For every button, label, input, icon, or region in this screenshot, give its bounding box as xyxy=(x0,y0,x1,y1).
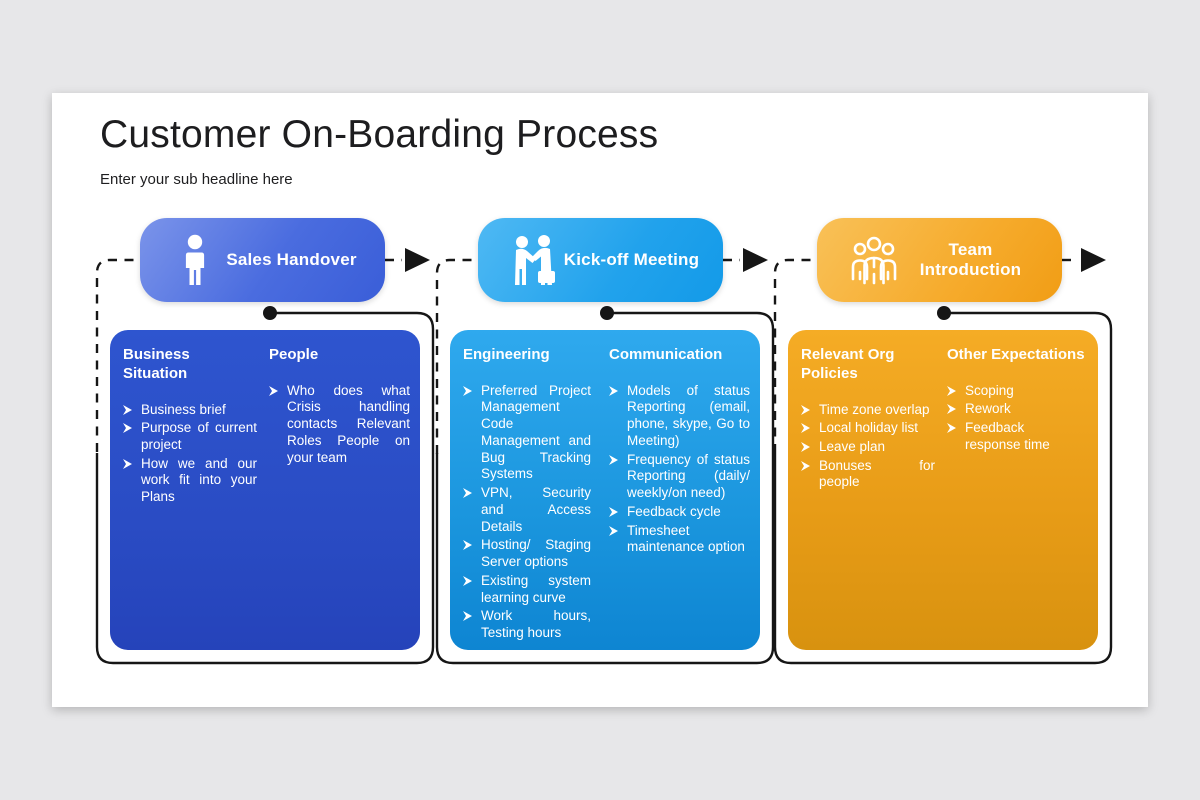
page-title: Customer On-Boarding Process xyxy=(100,113,659,156)
stage-label: Team Introduction xyxy=(919,240,1022,279)
bullet-arrow-icon xyxy=(947,385,956,396)
card-column: Engineering Preferred Project Management… xyxy=(463,346,597,650)
page-subtitle: Enter your sub headline here xyxy=(100,171,293,188)
group3-outline xyxy=(773,311,1113,665)
bullet-list: Time zone overlap Local holiday list Lea… xyxy=(801,402,935,494)
list-item: Leave plan xyxy=(801,439,935,456)
list-item: Models of status Reporting (email, phone… xyxy=(609,383,750,450)
stage-label: Sales Handover xyxy=(226,250,357,269)
list-item: Feedback cycle xyxy=(609,504,750,521)
bullet-arrow-icon xyxy=(123,458,132,469)
group1-outline xyxy=(95,311,435,665)
bullet-arrow-icon xyxy=(801,460,810,471)
bullet-list: Who does what Crisis handling contacts R… xyxy=(269,383,410,469)
group3-connector-dot xyxy=(937,306,951,320)
stage-card-sales-handover: Business Situation Business brief Purpos… xyxy=(110,330,420,650)
list-item: Purpose of current project xyxy=(123,420,257,453)
bullet-arrow-icon xyxy=(269,385,278,396)
bullet-arrow-icon xyxy=(123,404,132,415)
list-item: Time zone overlap xyxy=(801,402,935,419)
list-item: Who does what Crisis handling contacts R… xyxy=(269,383,410,467)
list-item: Frequency of status Reporting (daily/ we… xyxy=(609,452,750,502)
list-item: Hosting/ Staging Server options xyxy=(463,537,591,570)
bullet-arrow-icon xyxy=(609,525,618,536)
bullet-arrow-icon xyxy=(947,423,956,434)
group2-connector-dot xyxy=(600,306,614,320)
flow-arrow-icon xyxy=(405,248,430,272)
column-heading: Communication xyxy=(609,346,723,363)
group2-dashed-connector xyxy=(435,258,488,455)
card-column: Business Situation Business brief Purpos… xyxy=(123,346,257,650)
list-item: Work hours, Testing hours xyxy=(463,608,591,641)
column-heading: Other Expectations xyxy=(947,346,1085,363)
list-item: VPN, Security and Access Details xyxy=(463,485,591,535)
bullet-list: Preferred Project Management Code Manage… xyxy=(463,383,591,644)
column-heading: Business Situation xyxy=(123,346,190,382)
list-item: Preferred Project Management Code Manage… xyxy=(463,383,591,483)
bullet-arrow-icon xyxy=(609,454,618,465)
team-icon xyxy=(847,234,901,286)
bullet-arrow-icon xyxy=(463,540,472,551)
list-item: Timesheet maintenance option xyxy=(609,523,750,556)
card-column: Communication Models of status Reporting… xyxy=(609,346,750,650)
column-heading: Relevant Org Policies xyxy=(801,346,895,382)
group3-dashed-connector xyxy=(773,258,827,455)
bullet-list: Business brief Purpose of current projec… xyxy=(123,402,257,508)
bullet-arrow-icon xyxy=(463,385,472,396)
stage-pill-team-introduction: Team Introduction xyxy=(817,218,1062,302)
bullet-list: Models of status Reporting (email, phone… xyxy=(609,383,750,558)
stage-pill-kick-off-meeting: Kick-off Meeting xyxy=(478,218,723,302)
card-column: People Who does what Crisis handling con… xyxy=(269,346,410,650)
bullet-arrow-icon xyxy=(801,423,810,434)
bullet-arrow-icon xyxy=(463,611,472,622)
column-heading: Engineering xyxy=(463,346,550,363)
stage-card-team-introduction: Relevant Org Policies Time zone overlap … xyxy=(788,330,1098,650)
stage-pill-sales-handover: Sales Handover xyxy=(140,218,385,302)
group2-outline xyxy=(435,311,775,665)
flow-arrow-icon xyxy=(1081,248,1106,272)
list-item: Business brief xyxy=(123,402,257,419)
bullet-arrow-icon xyxy=(801,441,810,452)
bullet-arrow-icon xyxy=(123,423,132,434)
bullet-arrow-icon xyxy=(947,404,956,415)
stage-label: Kick-off Meeting xyxy=(563,250,700,269)
list-item: Local holiday list xyxy=(801,420,935,437)
card-column: Relevant Org Policies Time zone overlap … xyxy=(801,346,935,650)
list-item: How we and our work fit into your Plans xyxy=(123,456,257,506)
bullet-arrow-icon xyxy=(801,404,810,415)
list-item: Existing system learning curve xyxy=(463,573,591,606)
flow-arrow-icon xyxy=(743,248,768,272)
bullet-arrow-icon xyxy=(463,488,472,499)
list-item: Rework xyxy=(947,401,1053,418)
column-heading: People xyxy=(269,346,319,363)
bullet-list: Scoping Rework Feedback response time xyxy=(947,383,1053,456)
group1-connector-dot xyxy=(263,306,277,320)
list-item: Feedback response time xyxy=(947,420,1053,453)
person-icon xyxy=(170,233,220,287)
stage-card-kick-off-meeting: Engineering Preferred Project Management… xyxy=(450,330,760,650)
list-item: Scoping xyxy=(947,383,1053,400)
group1-dashed-connector xyxy=(95,258,150,455)
bullet-arrow-icon xyxy=(463,575,472,586)
bullet-arrow-icon xyxy=(609,385,618,396)
handshake-icon xyxy=(508,233,562,287)
card-column: Other Expectations Scoping Rework Feedba… xyxy=(947,346,1088,650)
list-item: Bonuses for people xyxy=(801,458,935,491)
slide: Customer On-Boarding Process Enter your … xyxy=(52,93,1148,707)
flow-connectors xyxy=(95,248,1113,665)
bullet-arrow-icon xyxy=(609,506,618,517)
